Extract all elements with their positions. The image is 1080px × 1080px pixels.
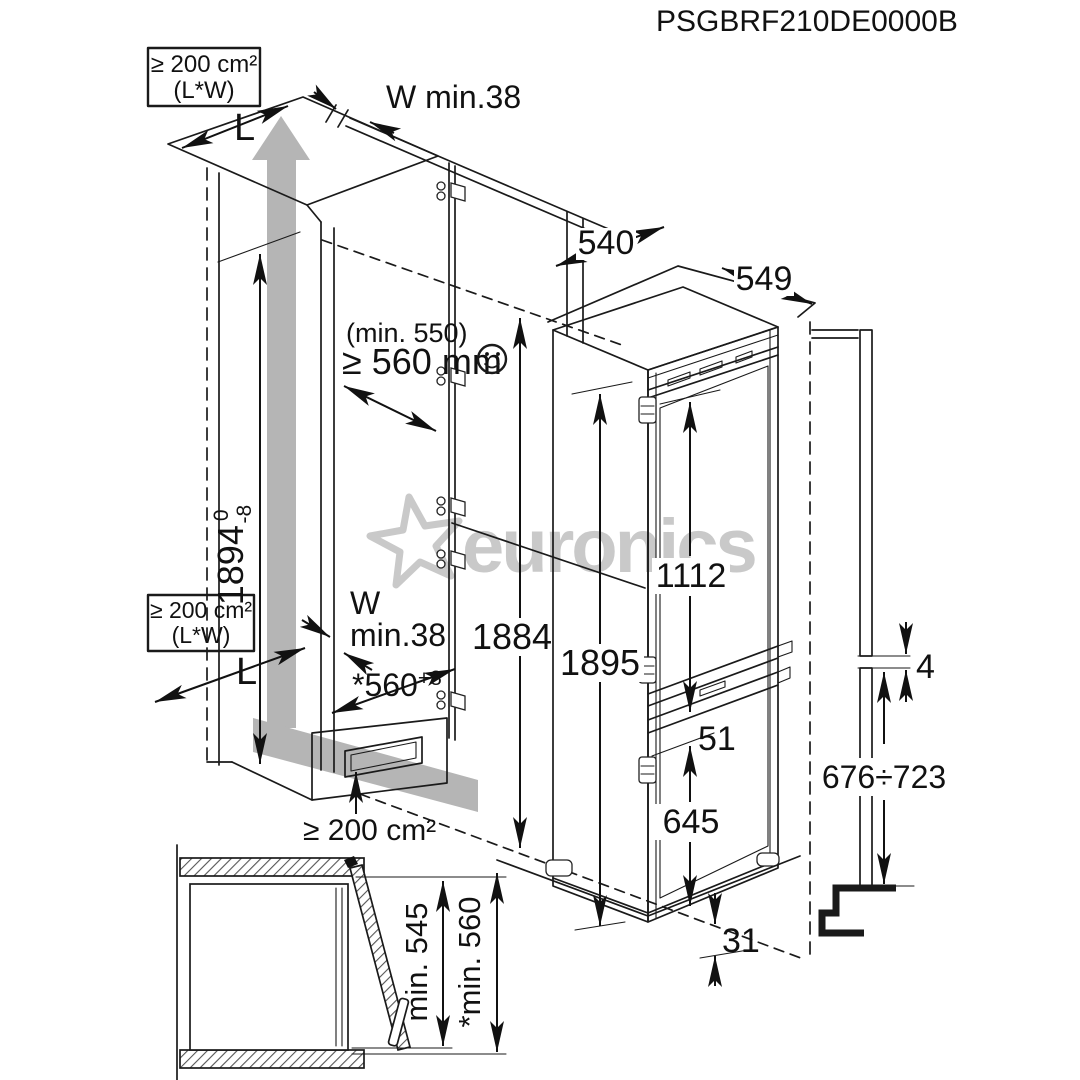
niche-depth-note: (min. 550)	[346, 318, 468, 348]
dim-W-mid-arrow-right	[343, 652, 375, 676]
niche-depth-value: ≥ 560 mm	[342, 341, 502, 382]
ext-line	[217, 231, 301, 263]
vent-area-top-line2: (L*W)	[173, 77, 234, 104]
label-bg	[556, 644, 644, 682]
label-bg	[820, 758, 948, 796]
label-bg	[734, 264, 794, 296]
airflow-up-arrow	[252, 116, 310, 728]
smiley-icon	[476, 343, 508, 375]
gap-lines	[857, 655, 911, 669]
counter-corner	[306, 204, 322, 223]
top-rail	[647, 346, 779, 399]
dim-540-label: 540	[578, 224, 635, 262]
dim-545-label: min. 545	[399, 903, 434, 1022]
appliance-hinge-icon	[638, 396, 657, 424]
upper-door-panel	[859, 329, 873, 657]
bottom-wall-hatched	[179, 1049, 365, 1069]
roller	[545, 859, 573, 877]
plinth-step-profile	[818, 884, 896, 937]
top-rail-slots	[667, 350, 753, 387]
dim-L-top-label: L	[234, 107, 255, 149]
dim-L-top-arrow	[181, 105, 289, 149]
appliance-drawing: 540 549 1895 1112 51 645 31	[496, 224, 816, 987]
dim-W-mid-label-line1: W	[350, 585, 381, 621]
door-handle	[387, 997, 410, 1047]
dim-W-top-arrow-left	[307, 84, 337, 110]
airflow-floor-band	[253, 718, 478, 812]
plinth-vent-inner	[350, 741, 417, 772]
hinge-icon	[436, 366, 466, 387]
dim-W-top-arrow-right	[369, 121, 402, 142]
label-bg	[652, 558, 730, 594]
open-door	[348, 863, 412, 1052]
hinge-icon	[436, 496, 466, 517]
door-gasket-line	[659, 365, 769, 899]
vent-area-mid-line1: ≥ 200 cm²	[150, 597, 252, 623]
ext-line	[659, 389, 721, 405]
dim-L-mid-label: L	[236, 651, 257, 693]
watermark-star-icon	[366, 493, 463, 589]
divider-rails	[647, 645, 779, 734]
ext-line	[651, 732, 715, 757]
label-bg	[655, 804, 727, 840]
dim-560-label: *min. 560	[452, 897, 487, 1028]
vent-area-top-line1: ≥ 200 cm²	[151, 51, 258, 78]
dim-1884-label: 1884	[472, 616, 552, 657]
dim-niche-depth-arrow	[343, 385, 437, 432]
label-bg	[472, 618, 552, 656]
dim-31-label: 31	[722, 922, 760, 960]
dim-4-label: 4	[916, 648, 935, 686]
plinth-vent-label: ≥ 200 cm²	[303, 814, 436, 847]
product-code: PSGBRF210DE0000B	[656, 5, 958, 38]
dim-W-mid-label-line2: min.38	[350, 617, 446, 653]
door-gap-detail-view: 4 676÷723	[809, 321, 948, 959]
top-wall-hatched	[179, 857, 365, 877]
dim-W-top-label: W min.38	[386, 79, 521, 115]
dim-W-mid-arrow-left	[299, 614, 331, 638]
door-hinge-pivot	[344, 856, 358, 868]
plinth-face	[311, 717, 448, 801]
plinth-vent-outer	[344, 736, 423, 778]
dim-676-723-label: 676÷723	[822, 759, 946, 795]
dim-1112-label: 1112	[656, 557, 727, 595]
hinge-icon	[436, 181, 466, 202]
dim-51-label: 51	[698, 720, 736, 758]
niche-shelf-edge	[451, 522, 646, 589]
niche-floor-dashed	[359, 793, 807, 961]
label-bg	[576, 228, 636, 260]
niche-ceiling-dashed	[321, 239, 623, 346]
roller	[756, 852, 780, 867]
dim-niche-width-label: *560+8	[352, 667, 442, 703]
dim-niche-height-label: 18940-8	[210, 505, 256, 605]
dim-1895-label: 1895	[560, 642, 640, 683]
appliance-front-face	[647, 326, 779, 923]
vent-area-mid-line2: (L*W)	[172, 622, 231, 648]
divider-detail	[699, 640, 793, 697]
top-view-drawing: min. 545 *min. 560	[176, 844, 507, 1080]
bottom-inner-edge	[552, 859, 779, 914]
floor-corner-lines	[496, 855, 801, 917]
appliance-hinge-icon	[638, 756, 657, 784]
dim-645-label: 645	[663, 803, 720, 841]
dim-L-mid-arrow	[154, 647, 306, 703]
face-inner-line	[647, 334, 779, 379]
cabinet-niche-drawing: ≥ 200 cm² (L*W) L W min.38 ≥ 200 cm² (L*…	[146, 46, 807, 961]
hinge-icon	[436, 549, 466, 570]
ext-line	[571, 381, 633, 395]
dim-niche-width-arrow	[331, 668, 456, 714]
dim-549-label: 549	[736, 260, 793, 298]
hinge-icon	[436, 690, 466, 711]
detail-top-cap	[811, 329, 859, 339]
appliance-body-topview	[189, 883, 349, 1051]
cabinet-bottom-edge	[231, 761, 313, 801]
